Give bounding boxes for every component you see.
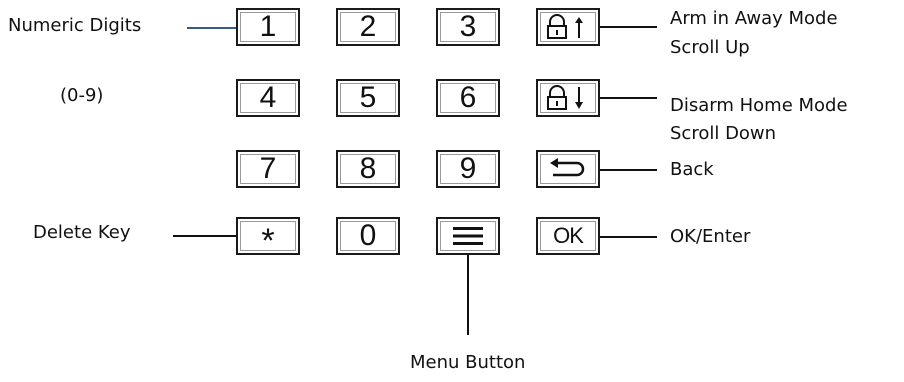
key-0[interactable]: 0 xyxy=(336,217,400,255)
menu-button-leader xyxy=(467,255,469,335)
ok-enter-leader xyxy=(600,236,657,238)
scroll-down-label: Scroll Down xyxy=(670,123,777,144)
key-1-label: 1 xyxy=(259,10,277,43)
key-8[interactable]: 8 xyxy=(336,150,400,188)
menu-icon xyxy=(451,225,485,247)
back-arrow-icon xyxy=(545,157,591,181)
disarm-home-label: Disarm Home Mode xyxy=(670,95,848,116)
numeric-digits-leader xyxy=(187,27,239,29)
arm-away-label: Arm in Away Mode xyxy=(670,8,838,29)
key-7[interactable]: 7 xyxy=(236,150,300,188)
key-9[interactable]: 9 xyxy=(436,150,500,188)
key-9-label: 9 xyxy=(459,152,477,185)
disarm-home-key[interactable] xyxy=(536,79,600,117)
key-4[interactable]: 4 xyxy=(236,79,300,117)
key-3-label: 3 xyxy=(459,10,477,43)
key-3[interactable]: 3 xyxy=(436,8,500,46)
lock-arrow-down-icon xyxy=(545,85,591,111)
key-8-label: 8 xyxy=(359,152,377,185)
lock-arrow-up-icon xyxy=(545,14,591,40)
scroll-up-label: Scroll Up xyxy=(670,37,750,58)
key-7-label: 7 xyxy=(259,152,277,185)
numeric-digits-label: Numeric Digits xyxy=(8,15,142,36)
delete-key[interactable]: * xyxy=(236,217,300,260)
key-5-label: 5 xyxy=(359,81,377,114)
key-6-label: 6 xyxy=(459,81,477,114)
key-1[interactable]: 1 xyxy=(236,8,300,46)
back-leader xyxy=(600,169,657,171)
arm-away-leader xyxy=(600,26,657,28)
key-6[interactable]: 6 xyxy=(436,79,500,117)
range-label: (0-9) xyxy=(60,85,104,106)
delete-key-glyph: * xyxy=(261,222,275,260)
key-0-label: 0 xyxy=(359,219,377,252)
delete-key-label: Delete Key xyxy=(33,222,131,243)
key-2[interactable]: 2 xyxy=(336,8,400,46)
menu-key[interactable] xyxy=(436,217,500,255)
arm-away-key[interactable] xyxy=(536,8,600,46)
key-5[interactable]: 5 xyxy=(336,79,400,117)
menu-button-label: Menu Button xyxy=(410,352,526,373)
ok-key-label: OK xyxy=(553,223,584,248)
key-4-label: 4 xyxy=(259,81,277,114)
ok-enter-label: OK/Enter xyxy=(670,226,751,247)
key-2-label: 2 xyxy=(359,10,377,43)
back-label: Back xyxy=(670,159,714,180)
ok-key[interactable]: OK xyxy=(536,217,600,255)
delete-key-leader xyxy=(173,235,239,237)
back-key[interactable] xyxy=(536,150,600,188)
disarm-home-leader xyxy=(600,97,657,99)
